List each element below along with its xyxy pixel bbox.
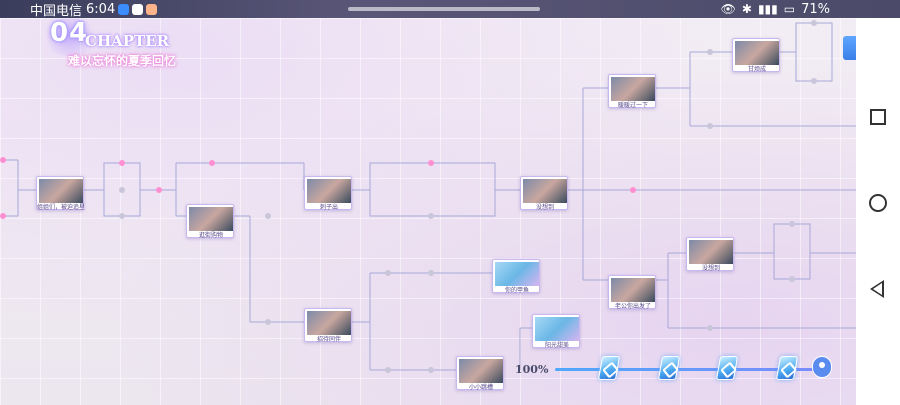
story-node[interactable]: 暖暖过一下 xyxy=(608,74,656,109)
eye-icon: 👁 xyxy=(720,2,736,16)
map-pin-icon[interactable] xyxy=(812,356,832,378)
carrier-label: 中国电信 xyxy=(30,3,83,19)
node-thumbnail xyxy=(535,317,579,341)
story-node[interactable]: 招待同伴 xyxy=(304,308,352,343)
node-thumbnail xyxy=(39,179,83,203)
progress-bar xyxy=(555,368,825,371)
story-node[interactable]: 没想到 xyxy=(520,176,568,211)
node-thumbnail xyxy=(735,41,779,65)
system-nav-bar xyxy=(856,18,900,405)
bluetooth-icon: ✱ xyxy=(741,2,752,16)
story-node[interactable]: 逛街购物 xyxy=(186,204,234,239)
node-thumbnail xyxy=(523,179,567,203)
clock: 6:04 xyxy=(86,1,116,17)
node-label: 刺子出 xyxy=(319,204,338,211)
progress-percent: 100% xyxy=(515,363,549,376)
node-thumbnail xyxy=(689,240,733,264)
nav-back-icon[interactable] xyxy=(870,280,884,298)
chapter-word: CHAPTER xyxy=(85,32,170,50)
app-notification-icon xyxy=(146,3,158,15)
nav-circle-icon[interactable] xyxy=(869,194,887,212)
node-label: 老公你出发了 xyxy=(614,303,651,310)
node-label: 甘烦成 xyxy=(747,66,766,73)
node-thumbnail xyxy=(189,207,233,231)
node-label: 没想到 xyxy=(701,265,720,272)
node-thumbnail xyxy=(459,359,503,383)
story-node[interactable]: 你的甲鱼 xyxy=(492,259,540,294)
node-label: 阳光甜美 xyxy=(544,342,569,349)
node-thumbnail xyxy=(611,278,655,302)
node-label: 没想到 xyxy=(535,204,554,211)
story-node[interactable]: 阳光甜美 xyxy=(532,314,580,349)
chapter-glow xyxy=(40,18,100,56)
node-thumbnail xyxy=(307,311,351,335)
background-grid xyxy=(0,18,856,405)
story-node[interactable]: 没想到 xyxy=(686,237,734,272)
node-thumbnail xyxy=(307,179,351,203)
story-node[interactable]: 刺子出 xyxy=(304,176,352,211)
node-label: 姐姐们，被迫追星 xyxy=(37,204,85,211)
signal-icon: ▮▮▮ xyxy=(757,2,778,16)
app-notification-icon xyxy=(132,3,144,15)
node-thumbnail xyxy=(495,262,539,286)
story-map[interactable]: 04 CHAPTER 难以忘怀的夏季回忆 姐姐们，被迫追星 逛街购物 刺子出 招… xyxy=(0,18,856,405)
story-node[interactable]: 老公你出发了 xyxy=(608,275,656,310)
node-label: 逛街购物 xyxy=(198,232,223,239)
story-node[interactable]: 姐姐们，被迫追星 xyxy=(36,176,85,211)
node-thumbnail xyxy=(611,77,655,101)
notch-pill xyxy=(348,7,540,11)
battery-level: 71% xyxy=(801,1,830,17)
story-node[interactable]: 小小跳槽 xyxy=(456,356,504,391)
story-node[interactable]: 甘烦成 xyxy=(732,38,780,73)
node-label: 招待同伴 xyxy=(316,336,341,343)
side-panel-handle[interactable] xyxy=(843,36,856,60)
status-icons: 👁 ✱ ▮▮▮ ▭ 71% xyxy=(721,0,830,18)
chapter-number: 04 xyxy=(50,18,89,48)
branch-lines xyxy=(0,20,856,373)
node-label: 你的甲鱼 xyxy=(504,287,529,294)
chapter-title: 难以忘怀的夏季回忆 xyxy=(68,54,177,68)
nav-square-icon[interactable] xyxy=(870,109,886,125)
node-label: 暖暖过一下 xyxy=(617,102,648,109)
battery-icon: ▭ xyxy=(783,2,796,16)
status-bar: 中国电信 6:04 👁 ✱ ▮▮▮ ▭ 71% xyxy=(0,0,900,19)
node-label: 小小跳槽 xyxy=(468,384,493,391)
app-notification-icon xyxy=(118,3,130,15)
